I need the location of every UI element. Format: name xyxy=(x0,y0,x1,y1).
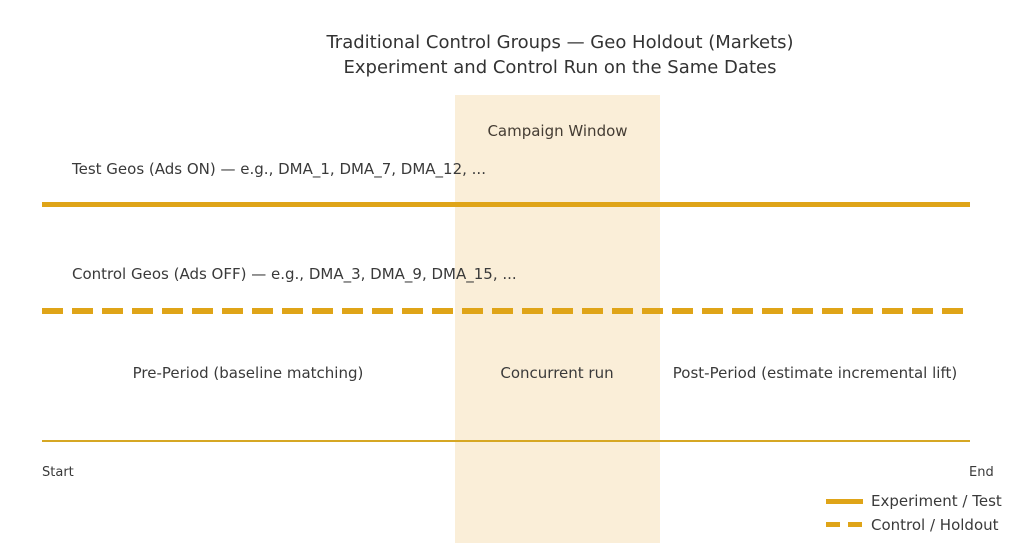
pre-period-label: Pre-Period (baseline matching) xyxy=(132,364,364,382)
timeline-start-label: Start xyxy=(42,465,74,480)
concurrent-run-label: Concurrent run xyxy=(500,364,614,382)
legend-swatch-experiment xyxy=(826,499,863,504)
legend-label-control: Control / Holdout xyxy=(871,516,999,534)
post-period-label: Post-Period (estimate incremental lift) xyxy=(672,364,958,382)
legend-swatch-control xyxy=(826,522,863,527)
timeline-axis xyxy=(42,440,970,442)
chart-title: Traditional Control Groups — Geo Holdout… xyxy=(160,30,960,80)
legend-label-experiment: Experiment / Test xyxy=(871,492,1002,510)
experiment-line xyxy=(42,202,970,207)
control-line xyxy=(42,308,970,314)
timeline-end-label: End xyxy=(969,465,994,480)
control-series-label: Control Geos (Ads OFF) — e.g., DMA_3, DM… xyxy=(72,265,517,283)
campaign-window-band xyxy=(455,95,660,543)
chart-title-line1: Traditional Control Groups — Geo Holdout… xyxy=(326,32,794,53)
chart-title-line2: Experiment and Control Run on the Same D… xyxy=(343,57,777,78)
experiment-series-label: Test Geos (Ads ON) — e.g., DMA_1, DMA_7,… xyxy=(72,160,486,178)
campaign-window-label: Campaign Window xyxy=(487,122,628,140)
